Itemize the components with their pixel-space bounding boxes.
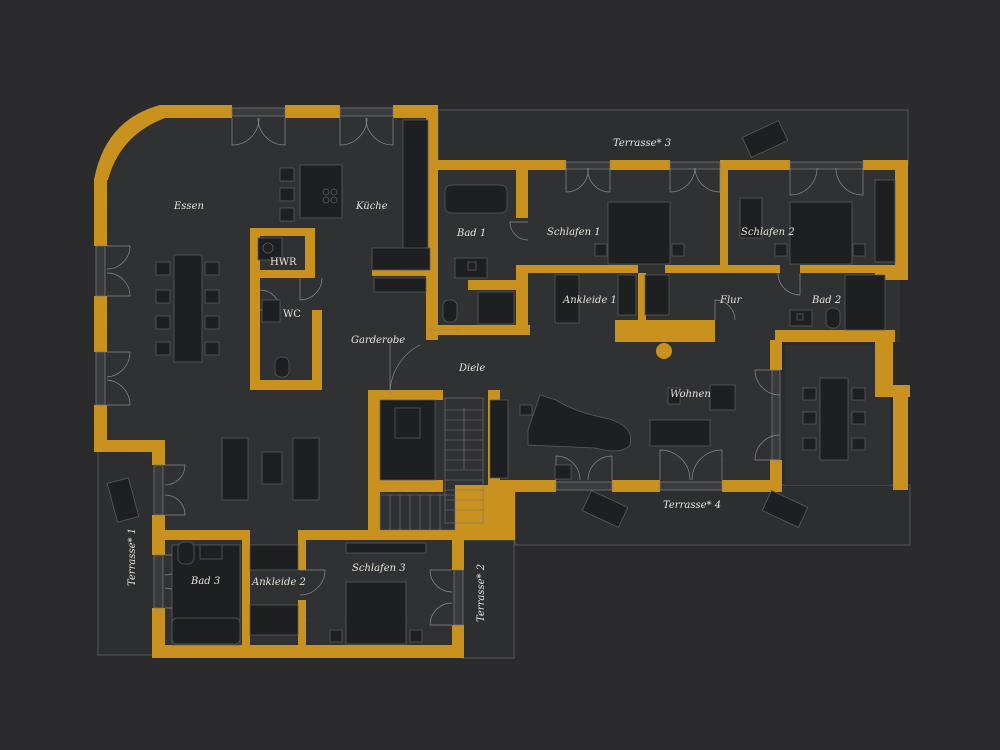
wall-wc-east [312, 310, 322, 388]
wall-north-wing-top-d [863, 160, 908, 170]
wall-east-c [875, 330, 893, 385]
bed-schlafen1 [607, 201, 671, 265]
terrace-label-4: Terrasse* 4 [663, 500, 722, 511]
wall-west-d [152, 440, 165, 465]
wall-hwr-outer [250, 228, 260, 388]
wall-west-e [152, 515, 165, 555]
wall-west-corner [94, 440, 165, 452]
wall-ankleide2-divider-b [298, 600, 306, 645]
wall-east [895, 160, 908, 280]
wall-wc-south [250, 380, 322, 390]
wall-north-west [94, 105, 232, 180]
wall-west-c [94, 405, 107, 450]
furniture [155, 119, 896, 646]
wall-bad1-east-b [516, 265, 528, 335]
room-label-bad1: Bad 1 [457, 228, 487, 239]
wall-schlafen-divider [720, 168, 728, 268]
bed-schlafen3 [345, 581, 407, 645]
sofa-west-a [221, 437, 249, 501]
wall-south [152, 645, 464, 658]
kitchen-counter [402, 119, 429, 271]
room-label-ankleide2: Ankleide 2 [252, 577, 306, 588]
wall-hwr-east [305, 228, 315, 278]
wall-north-wing-top-b [610, 160, 670, 170]
wall-wohnen-east-a [770, 340, 782, 370]
room-label-schlafen2: Schlafen 2 [741, 227, 795, 238]
terrace-label-3: Terrasse* 3 [613, 138, 672, 149]
room-label-garderobe: Garderobe [351, 335, 406, 346]
room-label-essen: Essen [174, 201, 204, 212]
terrace-furniture [106, 120, 809, 528]
room-label-wc: WC [283, 309, 301, 320]
wall-wohnen-south-b [612, 480, 660, 492]
wall-schlafen-south-c [800, 265, 895, 273]
wall-hwr-south [250, 270, 312, 278]
wall-kitchen-south [372, 268, 430, 276]
wall-stair-bottom [368, 480, 443, 492]
wall-dining-east-b [893, 385, 908, 490]
column [656, 343, 672, 359]
room-label-ankleide1: Ankleide 1 [563, 295, 617, 306]
wall-south-rooms-top-b [300, 530, 465, 540]
stairs [379, 397, 484, 531]
room-label-schlafen1: Schlafen 1 [547, 227, 601, 238]
wall-hwr-top [250, 228, 315, 236]
bathtub-bad1 [444, 184, 508, 214]
wall-core-pillar [638, 273, 646, 323]
room-label-hwr: HWR [270, 257, 297, 268]
wall-schlafen-south-b [665, 265, 780, 273]
wall-north-a [285, 105, 340, 118]
grand-piano [527, 394, 632, 452]
terrace-label-1: Terrasse* 1 [127, 527, 138, 586]
room-label-schlafen3: Schlafen 3 [352, 563, 406, 574]
dining-table-west [173, 254, 203, 363]
sofa-west-b [292, 437, 320, 501]
terrace-label-2: Terrasse* 2 [476, 563, 487, 622]
room-label-flur: Flur [720, 295, 742, 306]
wall-west-a [94, 178, 107, 246]
room-label-kueche: Küche [356, 201, 388, 212]
room-label-diele: Diele [459, 363, 486, 374]
room-label-wohnen: Wohnen [670, 389, 711, 400]
terrace-3-area [437, 109, 909, 166]
wall-north-wing-top-c [720, 160, 790, 170]
wall-ankleide2-divider [298, 530, 306, 570]
room-label-bad3: Bad 3 [191, 576, 221, 587]
dining-table-east [819, 377, 849, 461]
sofa-wohnen [649, 419, 711, 447]
wall-bad1-east [516, 168, 528, 218]
wall-bad1-south [430, 325, 530, 335]
room-label-bad2: Bad 2 [812, 295, 842, 306]
wall-south-east-b [452, 625, 464, 658]
wall-stair-west [368, 390, 380, 530]
wall-south-rooms-top [165, 530, 245, 540]
terrace-2-area [461, 539, 515, 659]
wall-bad2-south [775, 330, 895, 342]
wall-north-wing-top [426, 160, 566, 170]
wall-stair-south [455, 485, 515, 540]
wall-bad3-divider [242, 530, 250, 645]
wall-ankleide1-core [615, 320, 715, 342]
bed-schlafen2 [789, 201, 853, 265]
wall-east-b [875, 270, 908, 280]
wall-stair-top [368, 390, 443, 400]
bathtub-bad3 [171, 617, 241, 645]
terrace-4-area [514, 484, 911, 546]
wall-west-b [94, 296, 107, 352]
wall-wohnen-south-c [722, 480, 782, 492]
windows [95, 107, 864, 626]
wall-bad1-mid [468, 280, 528, 290]
wall-schlafen-south-a [528, 265, 638, 273]
